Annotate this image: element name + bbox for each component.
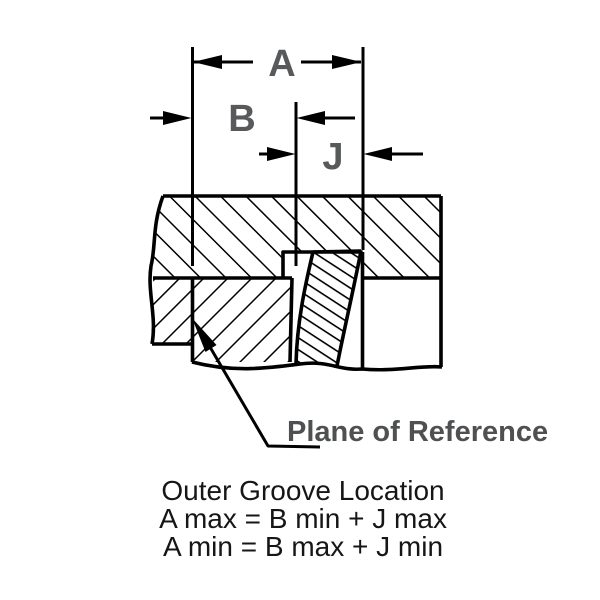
retaining-ring-hatch: [296, 251, 361, 366]
dimension-a: A: [193, 43, 362, 85]
bottom-break-line: [191, 360, 443, 372]
extension-lines: [191, 47, 365, 266]
dim-a-left-arrowhead-icon: [193, 55, 222, 69]
dim-j-left-arrowhead-icon: [267, 147, 296, 161]
caption-formula-max: A max = B min + J max: [159, 503, 447, 534]
dimension-j-label: J: [322, 136, 343, 178]
dim-j-right-arrowhead-icon: [363, 147, 392, 161]
caption-block: Outer Groove Location A max = B min + J …: [159, 475, 447, 562]
part-outlines: [148, 194, 443, 372]
dimension-a-label: A: [268, 43, 295, 85]
retained-part-hatch: [192, 278, 292, 362]
caption-title: Outer Groove Location: [161, 475, 444, 506]
ring-right-arc: [335, 250, 363, 367]
left-break-piece-hatch: [151, 278, 192, 344]
caption-formula-min: A min = B max + J min: [163, 531, 443, 562]
retained-part-right-edge: [288, 277, 294, 363]
dimension-j: J: [259, 136, 423, 178]
plane-of-reference-label: Plane of Reference: [287, 416, 548, 448]
dimension-b: B: [150, 98, 355, 140]
plane-of-reference-callout: Plane of Reference: [192, 318, 548, 449]
dim-b-right-arrowhead-icon: [296, 111, 325, 125]
dim-b-left-arrowhead-icon: [163, 111, 192, 125]
dim-a-right-arrowhead-icon: [332, 55, 362, 69]
housing-left-break-edge: [148, 195, 165, 345]
leader-arrowhead-icon: [192, 318, 217, 352]
ring-left-arc: [294, 251, 315, 365]
dimension-b-label: B: [228, 98, 255, 140]
leader-line: [198, 329, 321, 449]
ring-top-edge: [312, 249, 362, 254]
